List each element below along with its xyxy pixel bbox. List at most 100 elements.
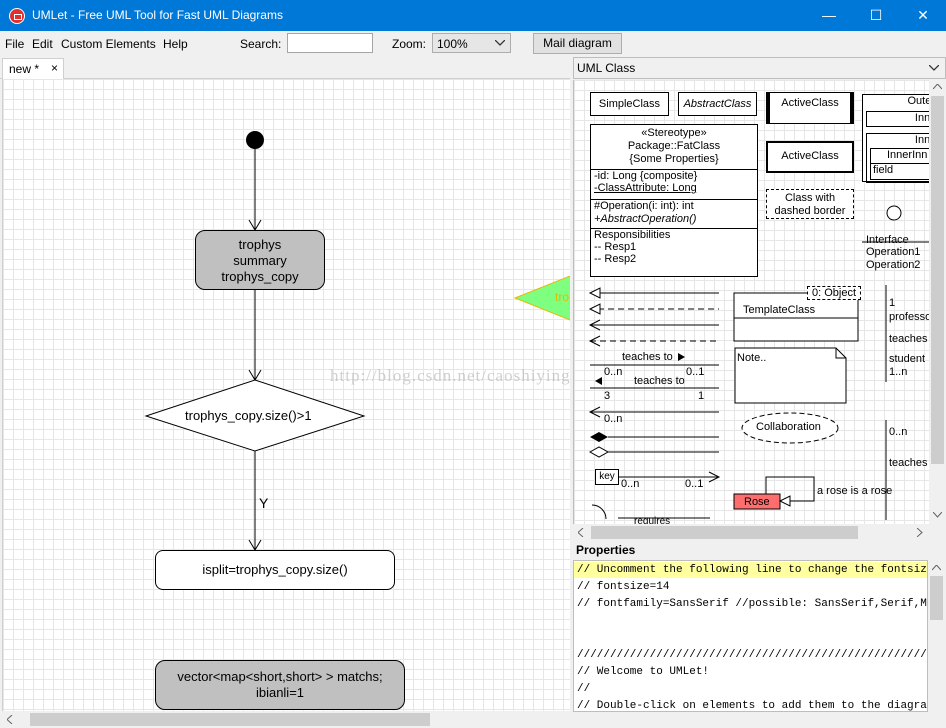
tab-label: new * (9, 62, 40, 76)
mult-0n: 0..n (604, 366, 623, 378)
search-label: Search: (240, 37, 282, 51)
palette-interface[interactable]: Interface (866, 234, 909, 246)
properties-vscrollbar[interactable] (928, 560, 946, 712)
maximize-icon[interactable]: ☐ (869, 7, 883, 23)
mult-01: 0..1 (686, 366, 705, 378)
properties-editor[interactable]: // Uncomment the following line to chang… (573, 560, 928, 712)
mail-diagram-button[interactable]: Mail diagram (533, 33, 622, 54)
palette-hscrollbar[interactable] (573, 524, 929, 541)
minimize-icon[interactable]: — (822, 7, 836, 23)
properties-scroll-thumb[interactable] (930, 576, 943, 620)
innerinn-field: field (871, 163, 929, 176)
decision-label[interactable]: trophys_copy.size()>1 (185, 408, 312, 423)
palette-activeclass[interactable]: ActiveClass (766, 92, 854, 124)
tab-close-icon[interactable]: × (51, 61, 59, 75)
dashed-line-2: dashed border (774, 205, 846, 217)
palette-outer[interactable]: Outer Inner Inner InnerInn field (862, 94, 929, 183)
prop-line-1: // Uncomment the following line to chang… (577, 564, 928, 576)
chevron-down-icon (495, 40, 505, 46)
side-1: 1 (889, 297, 896, 309)
action-line-2: ibianli=1 (255, 685, 305, 700)
guard-label: Y (259, 495, 269, 511)
window-title: UMLet - Free UML Tool for Fast UML Diagr… (32, 8, 283, 22)
menu-edit[interactable]: Edit (32, 37, 53, 51)
palette-shapes (588, 205, 929, 520)
teaches-to-2: teaches to (634, 375, 685, 387)
palette-innerinn: InnerInn field (870, 148, 929, 180)
palette-collaboration[interactable]: Collaboration (756, 421, 821, 433)
menu-bar: File Edit Custom Elements Help Search: Z… (0, 31, 946, 57)
initial-state-icon (246, 131, 264, 149)
palette-fatclass[interactable]: «Stereotype» Package::FatClass {Some Pro… (590, 124, 758, 277)
state-line-3: trophys_copy (221, 269, 299, 284)
scroll-up-icon[interactable] (933, 84, 942, 90)
side-student: student (889, 353, 926, 365)
palette-dashed-class[interactable]: Class with dashed border (766, 189, 854, 219)
interface-circle-icon (886, 205, 902, 221)
menu-custom-elements[interactable]: Custom Elements (61, 37, 156, 51)
palette-canvas[interactable]: SimpleClass AbstractClass ActiveClass Ou… (573, 80, 929, 524)
action-line-1: vector<map<short,short> > matchs; (177, 669, 383, 684)
search-input[interactable] (287, 33, 373, 53)
close-icon[interactable]: ✕ (917, 7, 929, 23)
palette-rose[interactable]: Rose (744, 496, 770, 508)
prop-line-5: ////////////////////////////////////////… (577, 649, 927, 661)
palette-vscroll-thumb[interactable] (931, 96, 944, 464)
palette-activeclass-2[interactable]: ActiveClass (766, 141, 854, 173)
palette-object[interactable]: 0: Object (807, 286, 861, 300)
scroll-left-icon[interactable] (7, 715, 13, 724)
fat-attr-1: -id: Long {composite} (594, 170, 698, 182)
mult-01-2: 0..1 (685, 478, 704, 490)
palette-inner-1: Inner (866, 111, 929, 127)
palette-abstractclass[interactable]: AbstractClass (678, 92, 757, 116)
state-trophys[interactable]: trophys summary trophys_copy (195, 230, 325, 290)
chevron-down-icon (929, 65, 939, 71)
palette-hscroll-thumb[interactable] (591, 526, 858, 539)
fat-stereotype: «Stereotype» (641, 127, 707, 139)
scroll-left-icon[interactable] (578, 528, 584, 537)
fat-resp-title: Responsibilities (594, 229, 671, 241)
diagram-canvas[interactable]: tro trophys summary trophys_copy trophys… (2, 79, 570, 711)
palette-templateclass[interactable]: TemplateClass (743, 304, 816, 316)
palette-simpleclass[interactable]: SimpleClass (590, 92, 669, 116)
prop-line-6: // Welcome to UMLet! (577, 666, 710, 678)
palette-inner-2: Inner InnerInn field (866, 133, 929, 183)
menu-file[interactable]: File (5, 37, 25, 51)
interface-op-1: Operation1 (866, 246, 921, 258)
action-isplit[interactable]: isplit=trophys_copy.size() (155, 550, 395, 590)
fat-resp-2: -- Resp2 (594, 253, 637, 265)
tab-new[interactable]: new * × (2, 58, 64, 79)
zoom-label: Zoom: (392, 37, 427, 51)
teaches-to-1: teaches to (622, 351, 673, 363)
fat-resp-1: -- Resp1 (594, 241, 637, 253)
canvas-scroll-thumb[interactable] (30, 713, 430, 726)
properties-header: Properties (573, 542, 946, 560)
palette-selector[interactable]: UML Class (573, 57, 946, 79)
zoom-select[interactable]: 100% (432, 33, 511, 53)
menu-help[interactable]: Help (163, 37, 188, 51)
fat-props: {Some Properties} (629, 153, 719, 165)
mult-3: 3 (604, 390, 611, 402)
diagram-connectors (144, 131, 570, 551)
inner-2-label: Inner (914, 134, 929, 146)
palette-vscrollbar[interactable] (929, 80, 946, 524)
canvas-hscrollbar[interactable] (2, 711, 570, 728)
action-vector[interactable]: vector<map<short,short> > matchs; ibianl… (155, 660, 405, 710)
collaboration-ellipse (741, 412, 839, 444)
fat-attr-2: -ClassAttribute: Long (594, 182, 697, 194)
scroll-down-icon[interactable] (933, 512, 942, 518)
scroll-right-icon[interactable] (917, 528, 923, 537)
side-1n: 1..n (889, 366, 908, 378)
state-line-2: summary (233, 253, 287, 268)
qualifier-key: key (595, 469, 619, 485)
scroll-up-icon[interactable] (932, 565, 941, 571)
palette-note[interactable]: Note.. (737, 352, 767, 364)
watermark: http://blog.csdn.net/caoshiying (330, 366, 571, 385)
outer-label: Outer (907, 95, 929, 107)
rose-note: a rose is a rose (817, 485, 893, 497)
palette-name: UML Class (577, 61, 636, 75)
requires-label: requires (634, 516, 671, 524)
app-icon (9, 8, 25, 24)
current-line-highlight (574, 562, 927, 578)
mult-0n-2: 0..n (604, 413, 623, 425)
